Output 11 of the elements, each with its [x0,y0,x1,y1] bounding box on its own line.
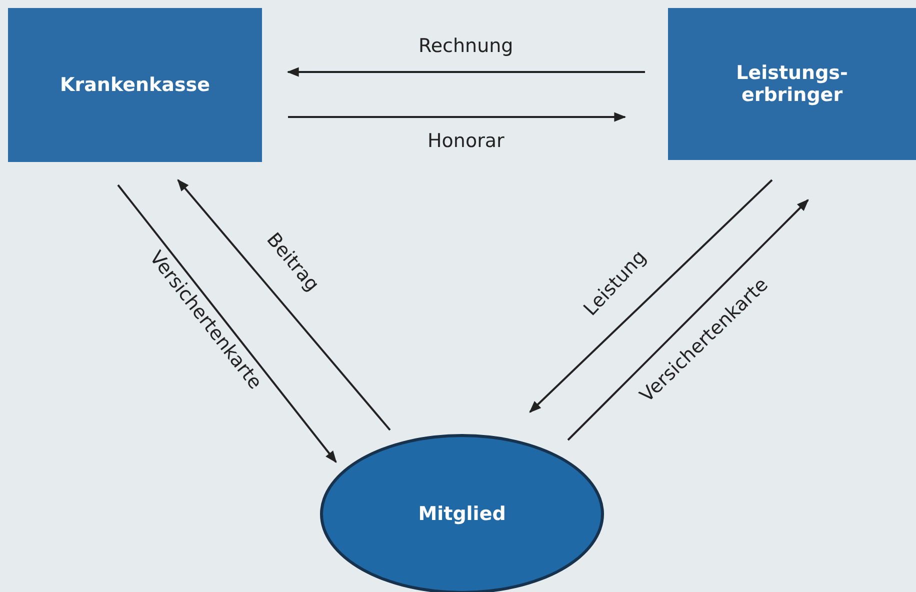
arrow [177,179,391,431]
arrow [529,179,773,413]
entity-box [668,8,916,160]
arrow [286,67,645,77]
entity-box [8,8,262,162]
node-label: Leistungs- erbringer [735,62,849,106]
node-label: Krankenkasse [60,74,210,96]
arrow [288,112,626,122]
arrow [567,199,809,441]
node-label: Mitglied [418,503,506,525]
arrow [117,184,337,463]
